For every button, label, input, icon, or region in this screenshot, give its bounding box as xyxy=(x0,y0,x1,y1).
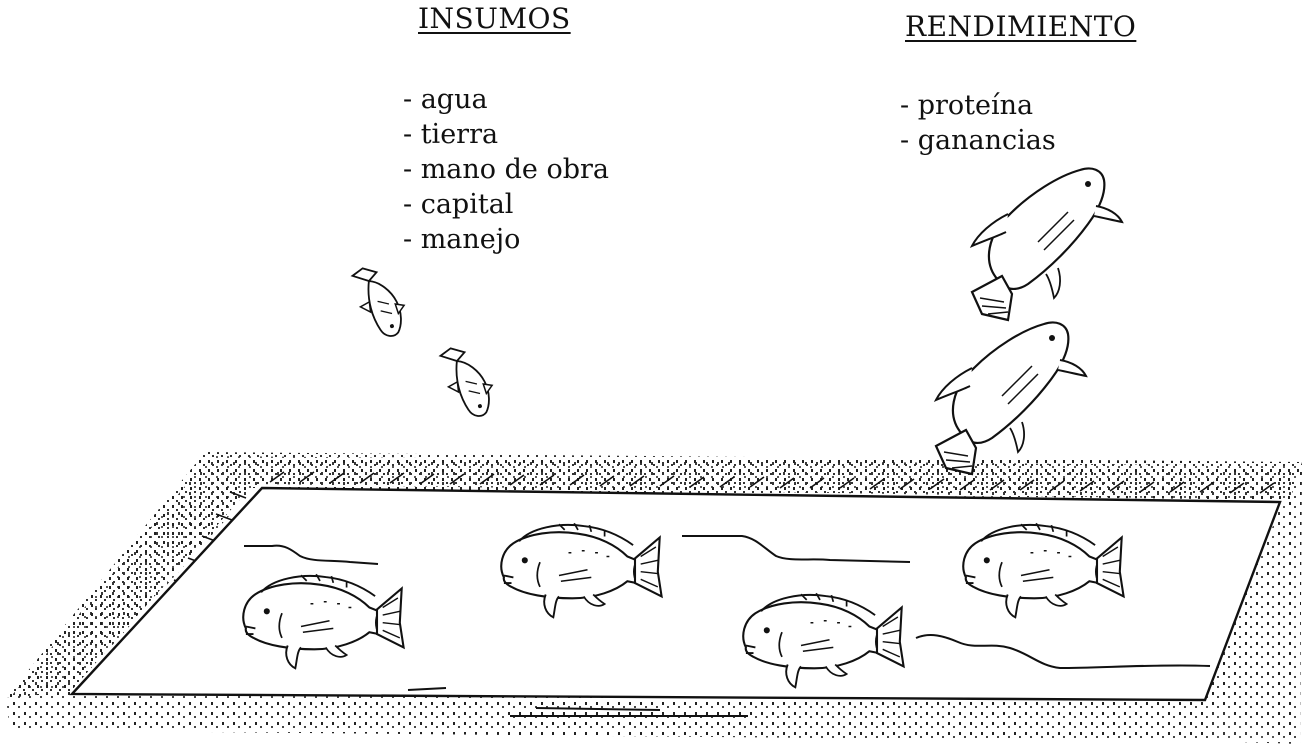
fingerling-fish-icon xyxy=(348,258,413,344)
harvest-fish-icon xyxy=(934,321,1088,476)
rendimiento-item: - proteína xyxy=(900,90,1034,121)
insumo-item: - agua xyxy=(403,84,488,115)
insumo-item: - capital xyxy=(403,189,514,220)
insumo-item: - manejo xyxy=(403,224,521,255)
harvest-fish-icon xyxy=(970,167,1124,322)
insumo-item: - tierra xyxy=(403,119,499,150)
insumos-heading: INSUMOS xyxy=(418,2,571,35)
insumo-item: - mano de obra xyxy=(403,154,610,185)
insumos-list: - agua - tierra - mano de obra - capital… xyxy=(403,82,609,257)
rendimiento-heading: RENDIMIENTO xyxy=(905,10,1137,43)
fingerling-fish-icon xyxy=(436,338,501,424)
rendimiento-item: - ganancias xyxy=(900,125,1056,156)
rendimiento-list: - proteína - ganancias xyxy=(900,88,1056,158)
water-waves xyxy=(244,535,1211,717)
